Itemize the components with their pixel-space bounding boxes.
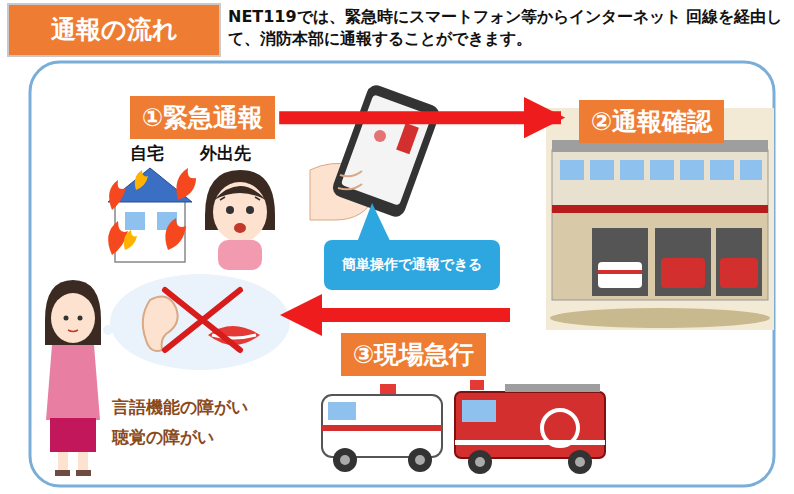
panel [30, 62, 774, 486]
node-text: 簡単操作で通報できる [342, 256, 482, 274]
callout-pointer [356, 203, 392, 245]
disability-label: 聴覚の障がい [112, 426, 214, 449]
step-box: ②通報確認 [579, 100, 724, 143]
node-text: ③現場急行 [353, 339, 474, 370]
smartphone-hand [310, 83, 442, 220]
title: 通報の流れ [8, 4, 220, 56]
burning-house [108, 168, 196, 262]
fire-truck [455, 380, 605, 474]
place-label: 自宅 [130, 142, 164, 165]
node-text: ②通報確認 [591, 106, 712, 137]
flow-arrow [279, 111, 561, 124]
caption: NET119では、緊急時にスマートフォン等からインターネット 回線を経由して、消… [228, 6, 784, 50]
title-tab [8, 4, 220, 56]
dispatch-arrow [280, 294, 510, 336]
speech-bubble [103, 274, 290, 370]
step-box: ①緊急通報 [130, 96, 275, 139]
node-text: ①緊急通報 [142, 102, 263, 133]
place-label: 外出先 [200, 142, 251, 165]
worried-woman [205, 170, 275, 270]
disability-label: 言語機能の障がい [112, 396, 248, 419]
standing-woman [45, 280, 101, 476]
step-box: ③現場急行 [341, 333, 486, 376]
callout-box: 簡単操作で通報できる [324, 240, 500, 290]
ambulance [322, 384, 442, 472]
